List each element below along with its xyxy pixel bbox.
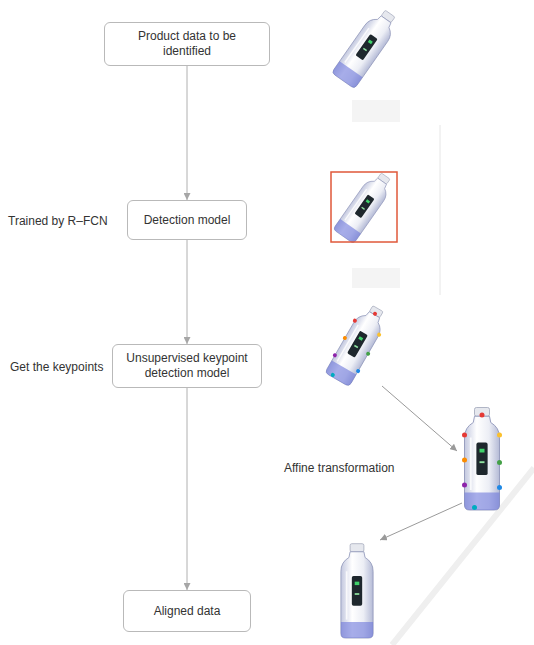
- process-box: Product data to be identified: [104, 22, 270, 66]
- process-box: Unsupervised keypoint detection model: [112, 344, 262, 388]
- keypoint-dots: [323, 304, 390, 388]
- flow-arrow: [187, 388, 188, 590]
- box-label: Product data to be identified: [113, 29, 261, 59]
- detection-box: [331, 172, 397, 242]
- keypoint-dots: [462, 413, 502, 511]
- faint-line: [440, 125, 441, 295]
- faint-block: [352, 268, 400, 288]
- box-label: Detection model: [144, 213, 231, 228]
- box-label: Unsupervised keypoint detection model: [121, 351, 253, 381]
- bottle-image: [333, 169, 396, 244]
- annotation-label: Get the keypoints: [10, 360, 103, 375]
- box-label: Aligned data: [154, 604, 221, 619]
- process-box: Detection model: [127, 200, 247, 240]
- annotation-label: Affine transformation: [284, 461, 395, 476]
- flow-arrow: [187, 66, 188, 200]
- bottle-image: [341, 544, 373, 638]
- faint-block: [352, 100, 400, 122]
- transform-arrow: [380, 503, 462, 540]
- bottle-image: [325, 302, 390, 387]
- bottle-image: [465, 408, 500, 511]
- keypoint-bottle: [323, 301, 392, 388]
- annotation-label: Trained by R–FCN: [8, 214, 108, 229]
- flow-arrow: [187, 240, 188, 344]
- transform-arrow: [382, 386, 457, 451]
- keypoint-bottle: [462, 408, 502, 511]
- bottle-image: [332, 6, 402, 89]
- process-box: Aligned data: [123, 590, 251, 632]
- watermark-band: [392, 468, 534, 645]
